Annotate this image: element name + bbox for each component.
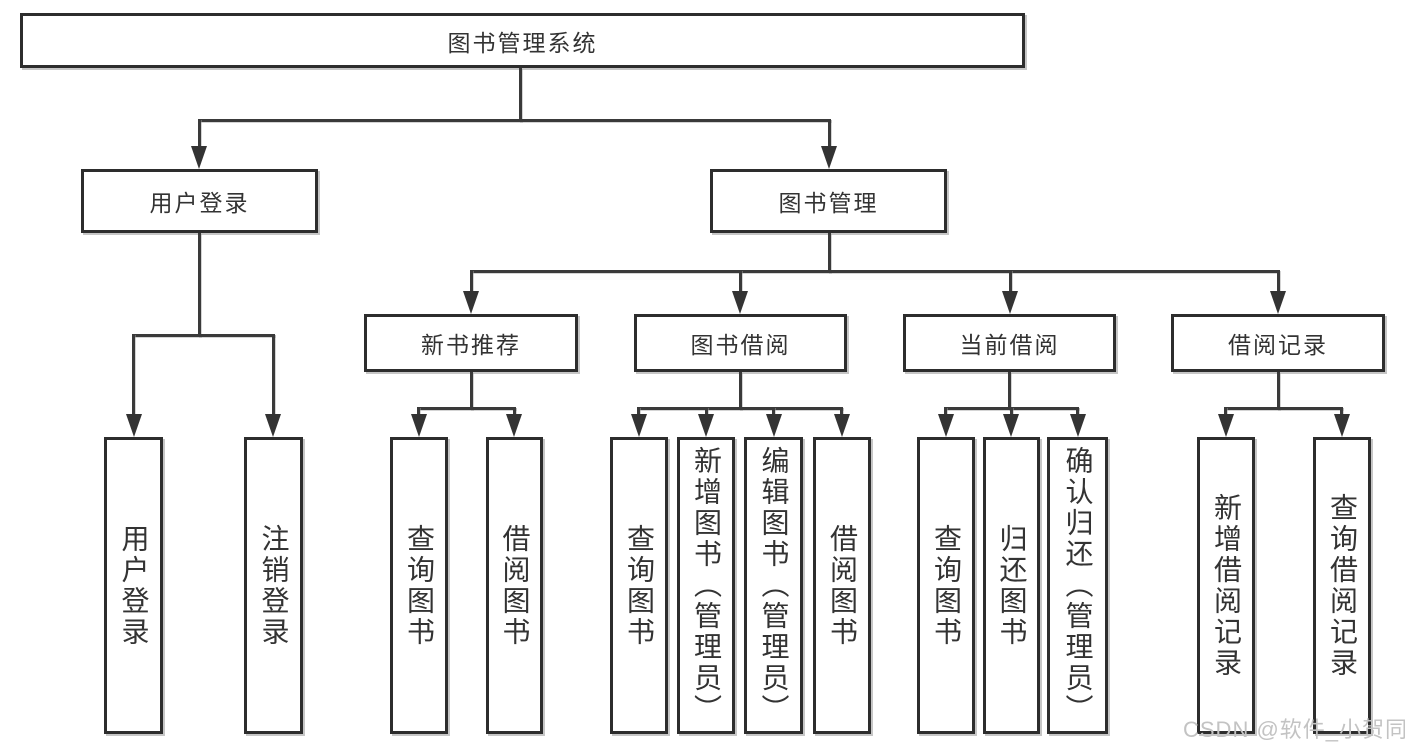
arrow-down-icon bbox=[126, 414, 142, 437]
arrow-down-icon bbox=[938, 414, 954, 437]
node-label: 借阅记录 bbox=[1228, 332, 1328, 358]
node-label: 图书管理系统 bbox=[447, 29, 598, 56]
leaf-query-books-borrowing: 查询图书 bbox=[610, 437, 668, 734]
leaf-logout: 注销登录 bbox=[244, 437, 303, 734]
node-label: 新书推荐 bbox=[421, 332, 521, 358]
arrow-down-icon bbox=[1218, 414, 1234, 437]
node-label: 图书借阅 bbox=[690, 332, 791, 358]
arrow-down-icon bbox=[506, 414, 522, 437]
arrow-down-icon bbox=[1270, 291, 1286, 314]
leaf-add-books-admin: 新增图书（管理员） bbox=[677, 437, 735, 734]
leaf-query-books-current: 查询图书 bbox=[917, 437, 975, 734]
node-label: 当前借阅 bbox=[959, 332, 1060, 358]
connector-line bbox=[1340, 407, 1343, 419]
leaf-label: 查询图书 bbox=[624, 523, 655, 648]
leaf-label: 借阅图书 bbox=[499, 523, 531, 648]
arrow-down-icon bbox=[732, 291, 748, 314]
leaf-query-borrow-record: 查询借阅记录 bbox=[1313, 437, 1371, 734]
leaf-label: 注销登录 bbox=[258, 523, 290, 648]
leaf-label: 编辑图书（管理员） bbox=[758, 446, 790, 725]
connector-line bbox=[513, 407, 516, 419]
connector-line bbox=[519, 68, 522, 122]
connector-line bbox=[1009, 270, 1012, 294]
arrow-down-icon bbox=[698, 414, 714, 437]
connector-line bbox=[1224, 407, 1343, 410]
leaf-label: 查询借阅记录 bbox=[1327, 492, 1358, 679]
connector-line bbox=[705, 407, 708, 419]
node-library-management-system: 图书管理系统 bbox=[20, 13, 1025, 68]
csdn-watermark: CSDN @软件_小贺同学 bbox=[1183, 717, 1405, 742]
connector-line bbox=[1010, 407, 1013, 419]
leaf-label: 新增图书（管理员） bbox=[691, 446, 722, 725]
arrow-down-icon bbox=[834, 414, 850, 437]
leaf-label: 查询图书 bbox=[404, 523, 435, 648]
connector-line bbox=[470, 270, 1279, 273]
connector-line bbox=[1277, 270, 1280, 294]
leaf-borrow-books-recommend: 借阅图书 bbox=[486, 437, 543, 734]
arrow-down-icon bbox=[1070, 414, 1086, 437]
arrow-down-icon bbox=[463, 291, 479, 314]
connector-line bbox=[828, 119, 831, 152]
leaf-confirm-return-admin: 确认归还（管理员） bbox=[1047, 437, 1108, 734]
arrow-down-icon bbox=[265, 414, 281, 437]
arrow-down-icon bbox=[411, 414, 427, 437]
connector-line bbox=[772, 407, 775, 419]
connector-line bbox=[637, 407, 843, 410]
leaf-label: 用户登录 bbox=[118, 523, 150, 648]
leaf-user-login: 用户登录 bbox=[104, 437, 163, 734]
leaf-edit-books-admin: 编辑图书（管理员） bbox=[744, 437, 803, 734]
leaf-label: 确认归还（管理员） bbox=[1062, 446, 1094, 725]
connector-line bbox=[417, 407, 516, 410]
leaf-return-books: 归还图书 bbox=[983, 437, 1040, 734]
connector-line bbox=[198, 119, 831, 122]
connector-line bbox=[272, 334, 275, 420]
connector-line bbox=[739, 270, 742, 294]
connector-line bbox=[1224, 407, 1227, 419]
connector-line bbox=[470, 372, 473, 410]
arrow-down-icon bbox=[1002, 291, 1018, 314]
connector-line bbox=[198, 119, 201, 152]
connector-line bbox=[1076, 407, 1079, 419]
node-book-borrowing: 图书借阅 bbox=[634, 314, 847, 372]
arrow-down-icon bbox=[631, 414, 647, 437]
arrow-down-icon bbox=[766, 414, 782, 437]
leaf-add-borrow-record: 新增借阅记录 bbox=[1197, 437, 1255, 734]
connector-line bbox=[132, 334, 275, 337]
arrow-down-icon bbox=[821, 146, 837, 169]
connector-line bbox=[840, 407, 843, 419]
connector-line bbox=[828, 233, 831, 273]
connector-line bbox=[1277, 372, 1280, 410]
connector-line bbox=[944, 407, 947, 419]
connector-line bbox=[470, 270, 473, 294]
arrow-down-icon bbox=[191, 146, 207, 169]
leaf-query-books-recommend: 查询图书 bbox=[390, 437, 448, 734]
node-book-management: 图书管理 bbox=[710, 169, 947, 233]
connector-line bbox=[417, 407, 420, 419]
leaf-label: 新增借阅记录 bbox=[1211, 492, 1242, 679]
node-label: 图书管理 bbox=[778, 190, 879, 216]
connector-line bbox=[1008, 372, 1011, 410]
arrow-down-icon bbox=[1334, 414, 1350, 437]
node-current-borrowing: 当前借阅 bbox=[903, 314, 1116, 372]
node-new-book-recommendation: 新书推荐 bbox=[364, 314, 578, 372]
node-borrowing-records: 借阅记录 bbox=[1171, 314, 1385, 372]
node-user-login: 用户登录 bbox=[81, 169, 318, 233]
connector-line bbox=[739, 372, 742, 410]
leaf-borrow-books: 借阅图书 bbox=[813, 437, 871, 734]
connector-line bbox=[198, 233, 201, 337]
connector-line bbox=[637, 407, 640, 419]
leaf-label: 借阅图书 bbox=[827, 523, 858, 648]
leaf-label: 归还图书 bbox=[996, 523, 1028, 648]
node-label: 用户登录 bbox=[149, 190, 250, 216]
arrow-down-icon bbox=[1003, 414, 1019, 437]
leaf-label: 查询图书 bbox=[931, 523, 962, 648]
connector-line bbox=[132, 334, 135, 420]
